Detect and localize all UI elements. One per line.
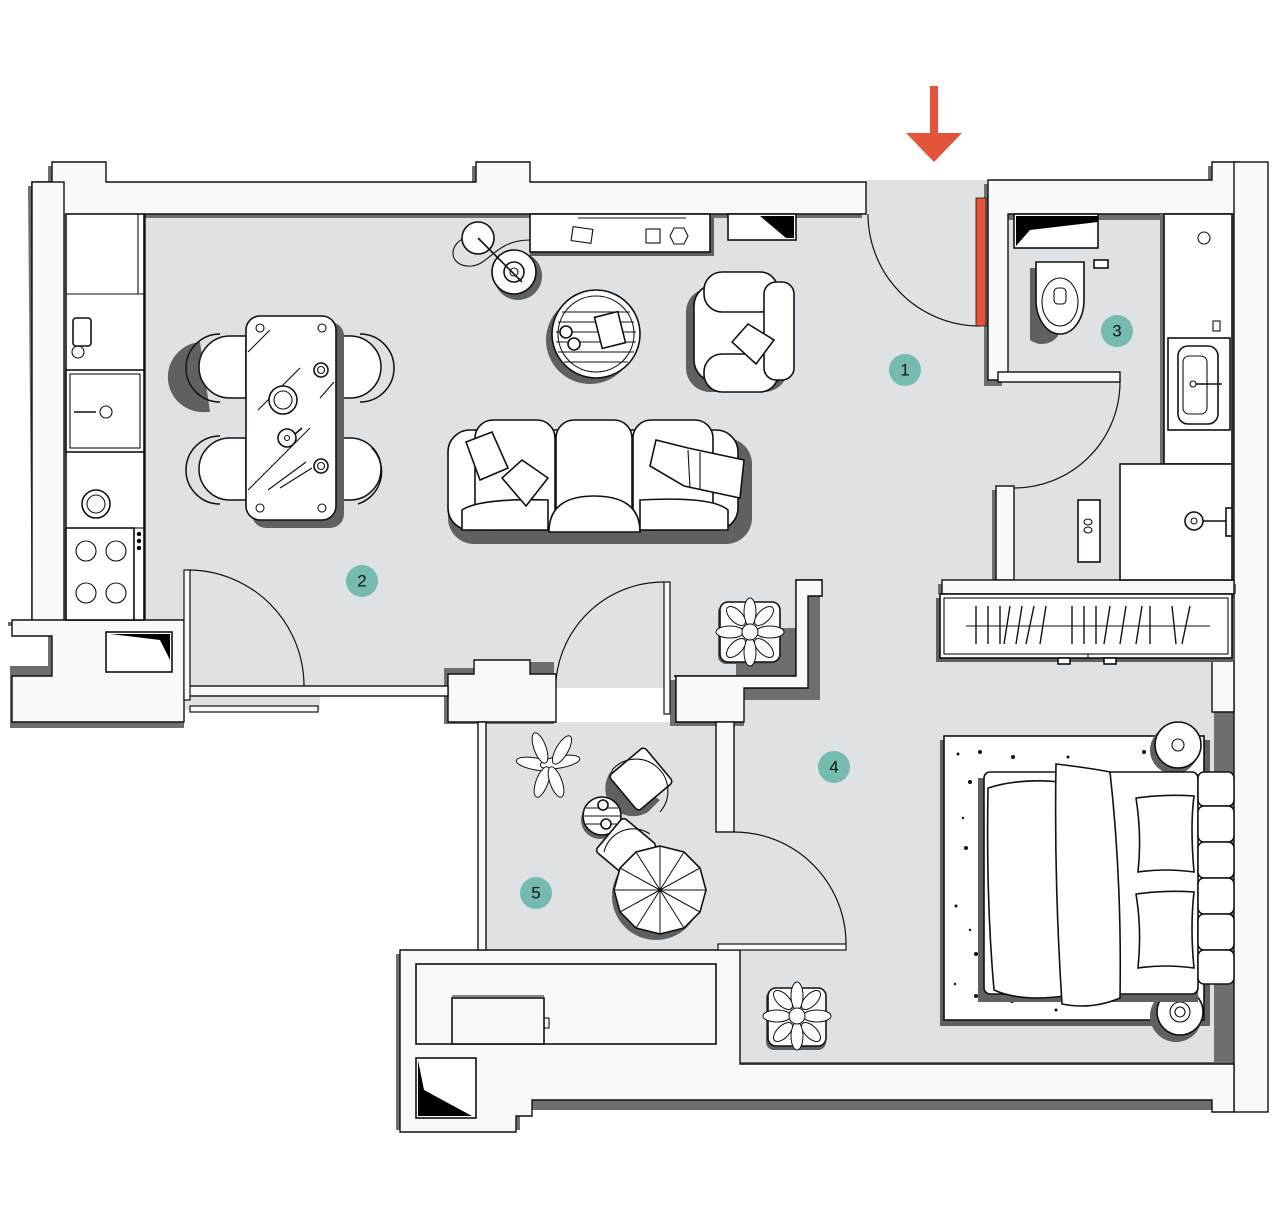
svg-text:2: 2 [357,572,366,591]
svg-text:1: 1 [900,361,909,380]
utensil-holder-icon [71,345,85,359]
side-table [581,796,622,839]
patio-umbrella-icon [612,845,707,940]
room-label-2: 2 [346,565,378,597]
room-label-5: 5 [520,877,552,909]
windows [105,213,1099,1119]
sofa [447,419,752,544]
bed [940,721,1235,1042]
dining-table [167,315,395,528]
plant-icon [762,981,832,1051]
room-label-1: 1 [889,354,921,386]
floor-lamp-icon [452,221,542,300]
coffee-table [546,289,641,384]
plant-icon [715,597,785,667]
bench [415,963,717,1045]
lounge-chair [605,747,673,817]
svg-text:5: 5 [531,884,540,903]
chair [167,333,395,505]
palm-plant-icon [515,732,581,798]
room-label-3: 3 [1101,315,1133,347]
entrance-arrow-icon [906,86,962,162]
kitchen-counter [65,213,145,621]
doors [183,197,1121,945]
bathroom-fixtures [1030,213,1233,581]
toilet-icon [1035,261,1085,335]
stove-icon [65,527,135,621]
svg-text:3: 3 [1112,322,1121,341]
sink-icon [65,369,145,453]
armchair [686,271,795,393]
tv-console [529,213,714,256]
room-label-4: 4 [818,751,850,783]
wardrobe [936,593,1234,665]
bath-mat-icon [1077,499,1101,563]
fruit-bowl-icon [81,489,111,519]
nightstand [1154,721,1202,769]
svg-text:4: 4 [829,758,838,777]
entrance-door[interactable] [975,197,987,327]
shower-icon [1119,463,1233,581]
